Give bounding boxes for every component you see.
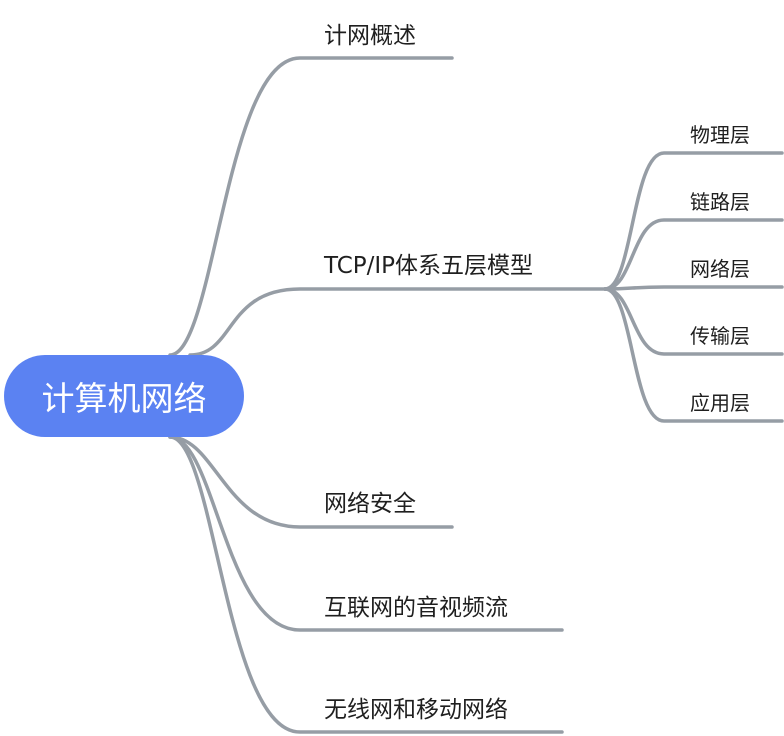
connector-tcpip-leaf-0 [603,151,784,291]
connector-root-branch-1 [188,287,614,357]
branch-network-security[interactable]: 网络安全 [324,491,416,517]
leaf-transport-layer[interactable]: 传输层 [690,324,750,348]
leaf-physical-layer[interactable]: 物理层 [690,123,750,147]
connector-tcpip-leaf-2 [603,285,784,291]
connector-root-branch-2 [168,435,454,529]
root-node[interactable]: 计算机网络 [4,355,244,437]
leaf-network-layer[interactable]: 网络层 [690,257,750,281]
connector-tcpip-leaf-4 [603,287,784,423]
branch-tcpip-model[interactable]: TCP/IP体系五层模型 [324,253,534,279]
branch-streaming[interactable]: 互联网的音视频流 [324,595,508,621]
connector-root-branch-0 [168,56,454,357]
connector-root-branch-4 [168,435,564,734]
branch-overview[interactable]: 计网概述 [324,23,416,49]
leaf-link-layer[interactable]: 链路层 [690,190,750,214]
leaf-application-layer[interactable]: 应用层 [690,391,750,415]
connector-tcpip-leaf-1 [603,218,784,291]
branch-wireless[interactable]: 无线网和移动网络 [324,697,508,723]
connector-root-branch-3 [168,435,564,632]
